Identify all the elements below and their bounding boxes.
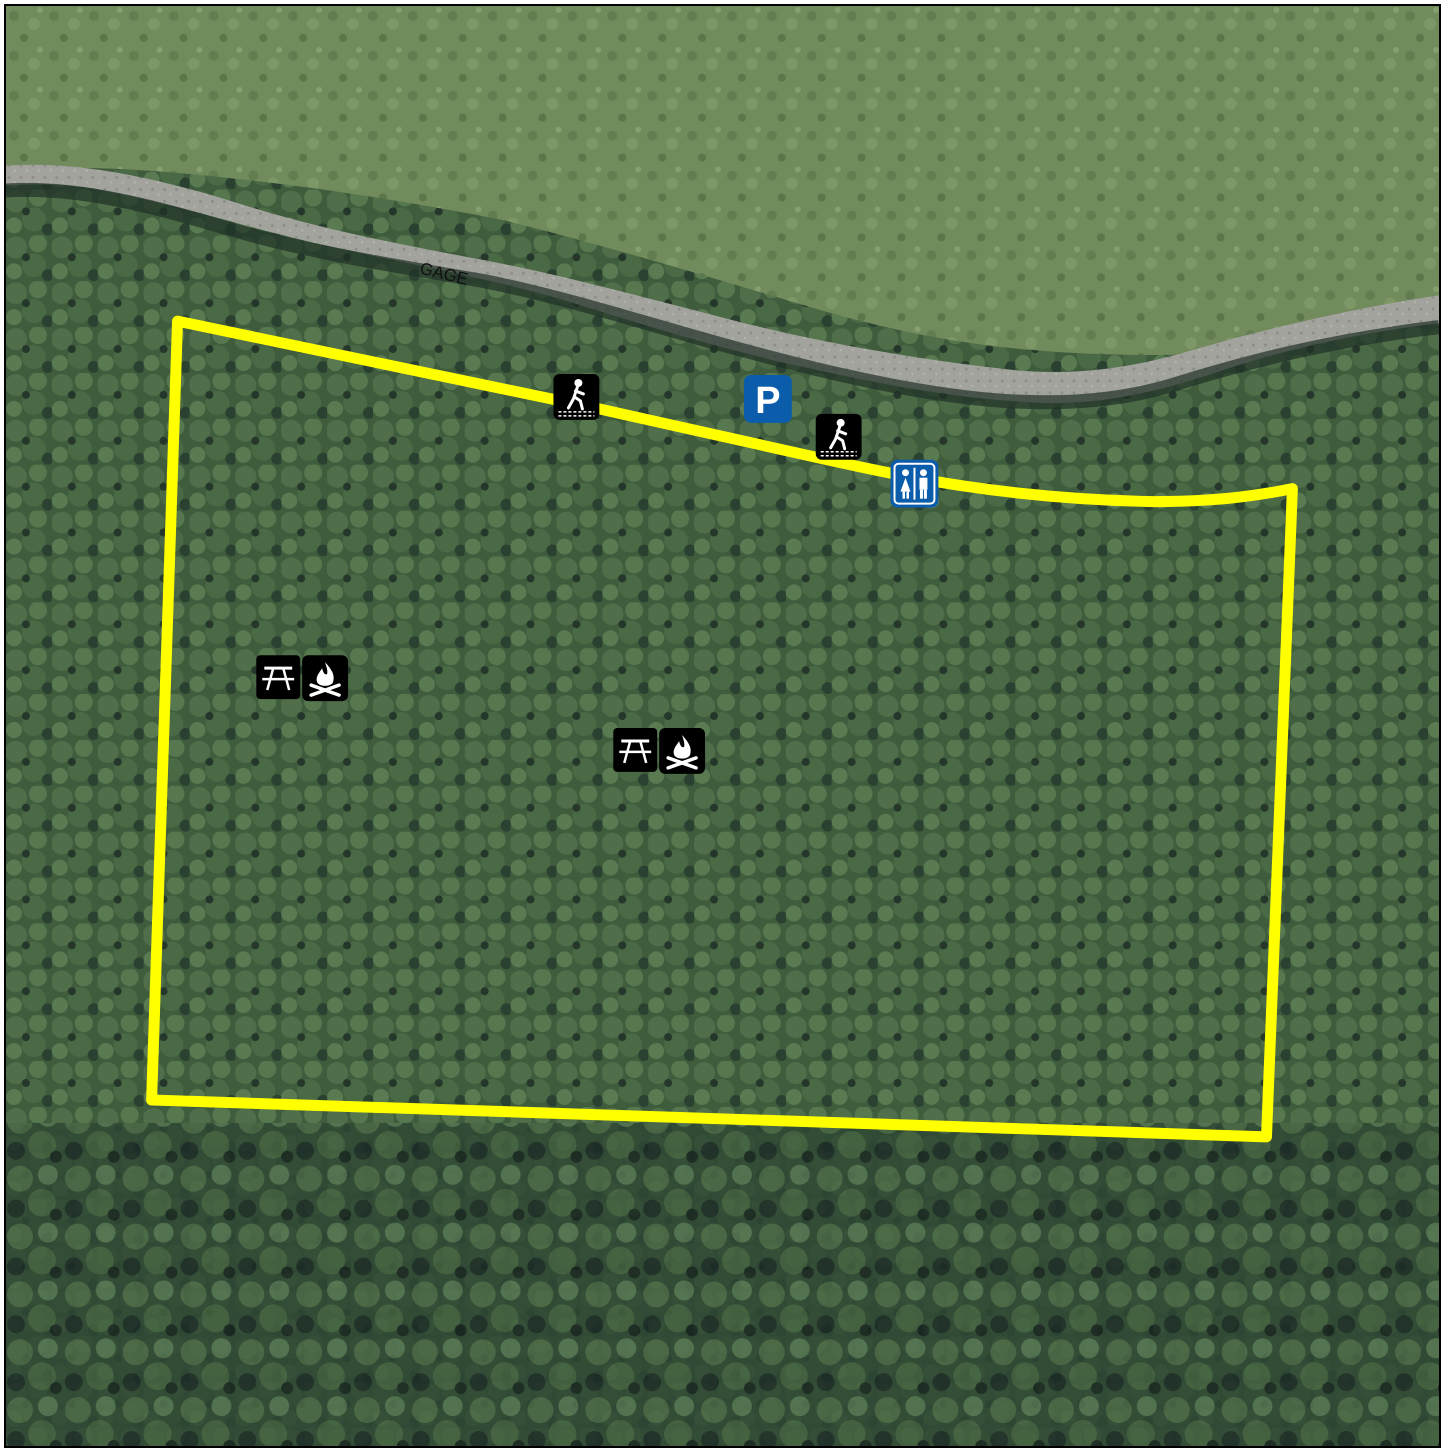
- tree-shadow: [6, 182, 1439, 410]
- campfire-icon[interactable]: [659, 727, 706, 774]
- parking-icon[interactable]: P: [743, 374, 792, 423]
- parking-label: P: [755, 380, 780, 422]
- picnic-table-icon[interactable]: [256, 655, 301, 700]
- hiker-icon[interactable]: [553, 373, 600, 420]
- hiker-icon[interactable]: [815, 413, 862, 460]
- dense-forest: [6, 1122, 1439, 1446]
- campfire-icon[interactable]: [302, 655, 349, 702]
- grass-clearing: [6, 6, 1439, 356]
- site-boundary[interactable]: [146, 315, 1298, 1143]
- map-frame[interactable]: GAGE P: [4, 4, 1441, 1448]
- picnic-table-icon[interactable]: [613, 727, 658, 772]
- gage-road: [6, 164, 1439, 404]
- restroom-icon[interactable]: [890, 459, 939, 508]
- aerial-map[interactable]: GAGE P: [6, 6, 1439, 1446]
